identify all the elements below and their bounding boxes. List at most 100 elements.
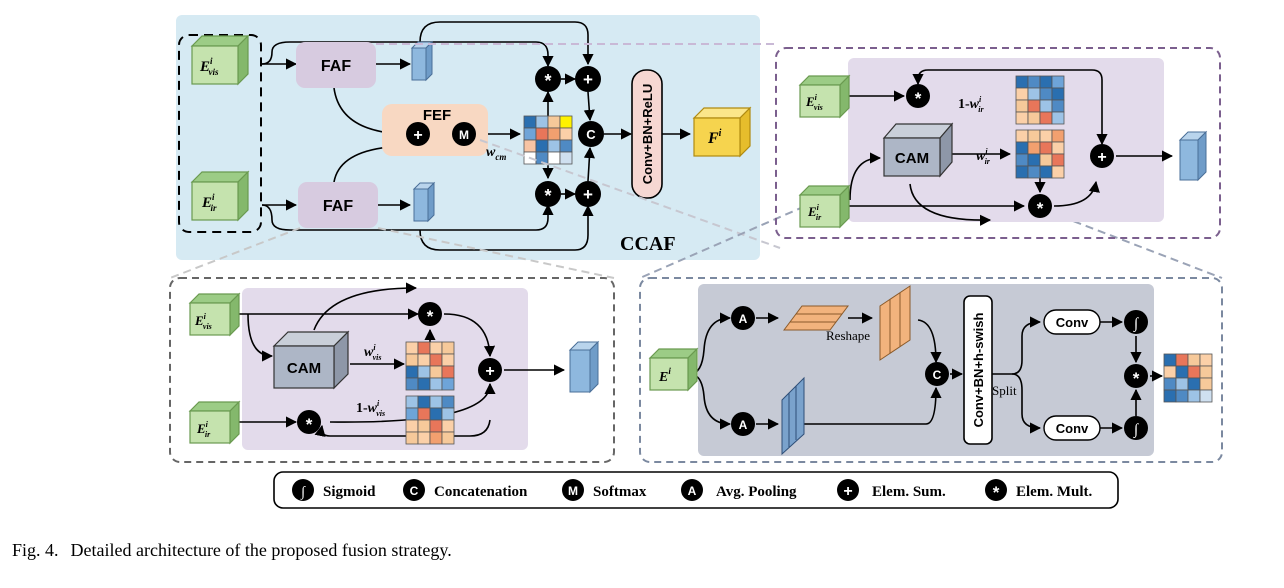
w-cm-matrix [523, 115, 573, 165]
conv-bn-relu-label: Conv+BN+ReLU [640, 84, 655, 184]
fef-label: FEF [423, 107, 451, 124]
cam-sigmoid-bottom: ∫ [1124, 416, 1148, 440]
fef-mult-bottom: * [297, 410, 321, 434]
cam-e-base: E [658, 370, 668, 385]
cam-e-cube: Ei [648, 347, 699, 392]
faf-one-minus-sub: ir [978, 105, 984, 114]
faf-mult-top: * [906, 84, 930, 108]
legend-label-elem-sum: Elem. Sum. [872, 484, 946, 500]
faf-block-bottom: FAF [298, 182, 378, 228]
faf-one-minus-w-matrix [1015, 75, 1065, 125]
faf-output-cube-top [410, 40, 434, 82]
cam-detail-panel: Ei A A Reshape C Conv+BN+h-swish Split [639, 277, 1223, 463]
caption-prefix: Fig. 4. [12, 540, 59, 560]
faf-e-vis-base: E [805, 94, 815, 109]
fef-mult-top: * [418, 302, 442, 326]
faf-label-bottom: FAF [323, 198, 353, 215]
faf-cam-label: CAM [895, 150, 929, 167]
fef-output-cube [568, 340, 600, 394]
cam-vertical-stripes-blue [781, 376, 805, 456]
ccaf-mult-bottom-symbol: * [544, 186, 551, 206]
legend-item-elem-mult: * Elem. Mult. [985, 479, 1092, 502]
cam-concat: C [925, 362, 949, 386]
cam-horizontal-stripes [783, 305, 849, 331]
legend-label-sigmoid: Sigmoid [323, 484, 376, 500]
ccaf-sum-top: + [575, 66, 601, 92]
faf-mult-top-symbol: * [915, 89, 922, 108]
faf-w-ir-sup: i [985, 147, 988, 156]
caption-text: Detailed architecture of the proposed fu… [70, 540, 452, 560]
legend-symbol-elem-sum: + [843, 483, 852, 500]
faf-sum-symbol: + [1097, 149, 1106, 166]
fef-mult-bottom-symbol: * [306, 415, 313, 434]
faf-label-top: FAF [321, 58, 351, 75]
fef-one-minus-w-matrix [405, 395, 455, 445]
faf-e-ir-sup: i [817, 203, 820, 212]
fef-sum-symbol: + [413, 127, 422, 144]
fef-cam-block: CAM [272, 330, 350, 390]
cam-pool-top: A [731, 306, 755, 330]
fef-w-vis-base: w [364, 345, 374, 360]
legend: ∫ Sigmoid C Concatenation M Softmax A Av… [273, 471, 1119, 509]
faf-output-cube-bottom [412, 181, 436, 223]
cam-e-sup: i [668, 366, 671, 376]
cam-pool-bottom: A [731, 412, 755, 436]
legend-item-softmax: M Softmax [562, 479, 647, 501]
fef-one-minus-base: w [368, 401, 378, 416]
svg-text:Fi: Fi [707, 128, 722, 147]
ccaf-concat: C [578, 121, 604, 147]
faf-e-ir-base: E [807, 204, 817, 219]
faf-e-vis-sub: vis [814, 103, 823, 112]
cam-pool-top-symbol: A [739, 312, 748, 326]
legend-label-elem-mult: Elem. Mult. [1016, 484, 1092, 500]
cam-concat-symbol: C [933, 368, 942, 382]
fef-softmax-symbol: M [459, 128, 469, 142]
e-ir-sup: i [212, 192, 215, 202]
ccaf-mult-top-symbol: * [544, 71, 551, 91]
faf-w-ir-base: w [976, 149, 986, 164]
cam-conv-top: Conv [1043, 309, 1101, 335]
legend-symbol-concatenation: C [410, 484, 419, 498]
fef-one-minus-prefix: 1- [356, 401, 368, 416]
zoom-connectors [169, 43, 1223, 279]
faf-e-vis-sup: i [815, 93, 818, 102]
conv-bn-hswish-label: Conv+BN+h-swish [971, 313, 986, 428]
e-ir-base: E [201, 195, 212, 211]
fef-e-vis-sup: i [204, 312, 207, 321]
fef-w-vis-sup: i [373, 343, 376, 352]
fef-one-minus-sub: vis [376, 409, 385, 418]
cam-conv-top-label: Conv [1056, 315, 1089, 330]
faf-sum: + [1090, 144, 1114, 168]
fef-e-ir-sup: i [206, 420, 209, 429]
fef-w-vis-matrix [405, 341, 455, 391]
f-base: F [707, 130, 719, 147]
legend-item-elem-sum: + Elem. Sum. [837, 479, 946, 501]
fef-e-vis-base: E [194, 313, 204, 328]
fef-mult-top-symbol: * [427, 307, 434, 326]
cam-output-matrix [1163, 353, 1213, 403]
cam-sigmoid-top-symbol: ∫ [1133, 316, 1140, 332]
ccaf-concat-symbol: C [586, 127, 596, 142]
faf-cam-block: CAM [882, 122, 954, 178]
cam-conv-bottom: Conv [1043, 415, 1101, 441]
fef-e-ir-sub: ir [205, 430, 211, 439]
cam-pool-bottom-symbol: A [739, 418, 748, 432]
cam-mult-symbol: * [1133, 369, 1140, 388]
fef-detail-sum-symbol: + [485, 363, 494, 380]
reshape-label: Reshape [826, 328, 870, 343]
f-output-cube: Fi [692, 106, 752, 158]
e-vis-base: E [199, 59, 210, 75]
